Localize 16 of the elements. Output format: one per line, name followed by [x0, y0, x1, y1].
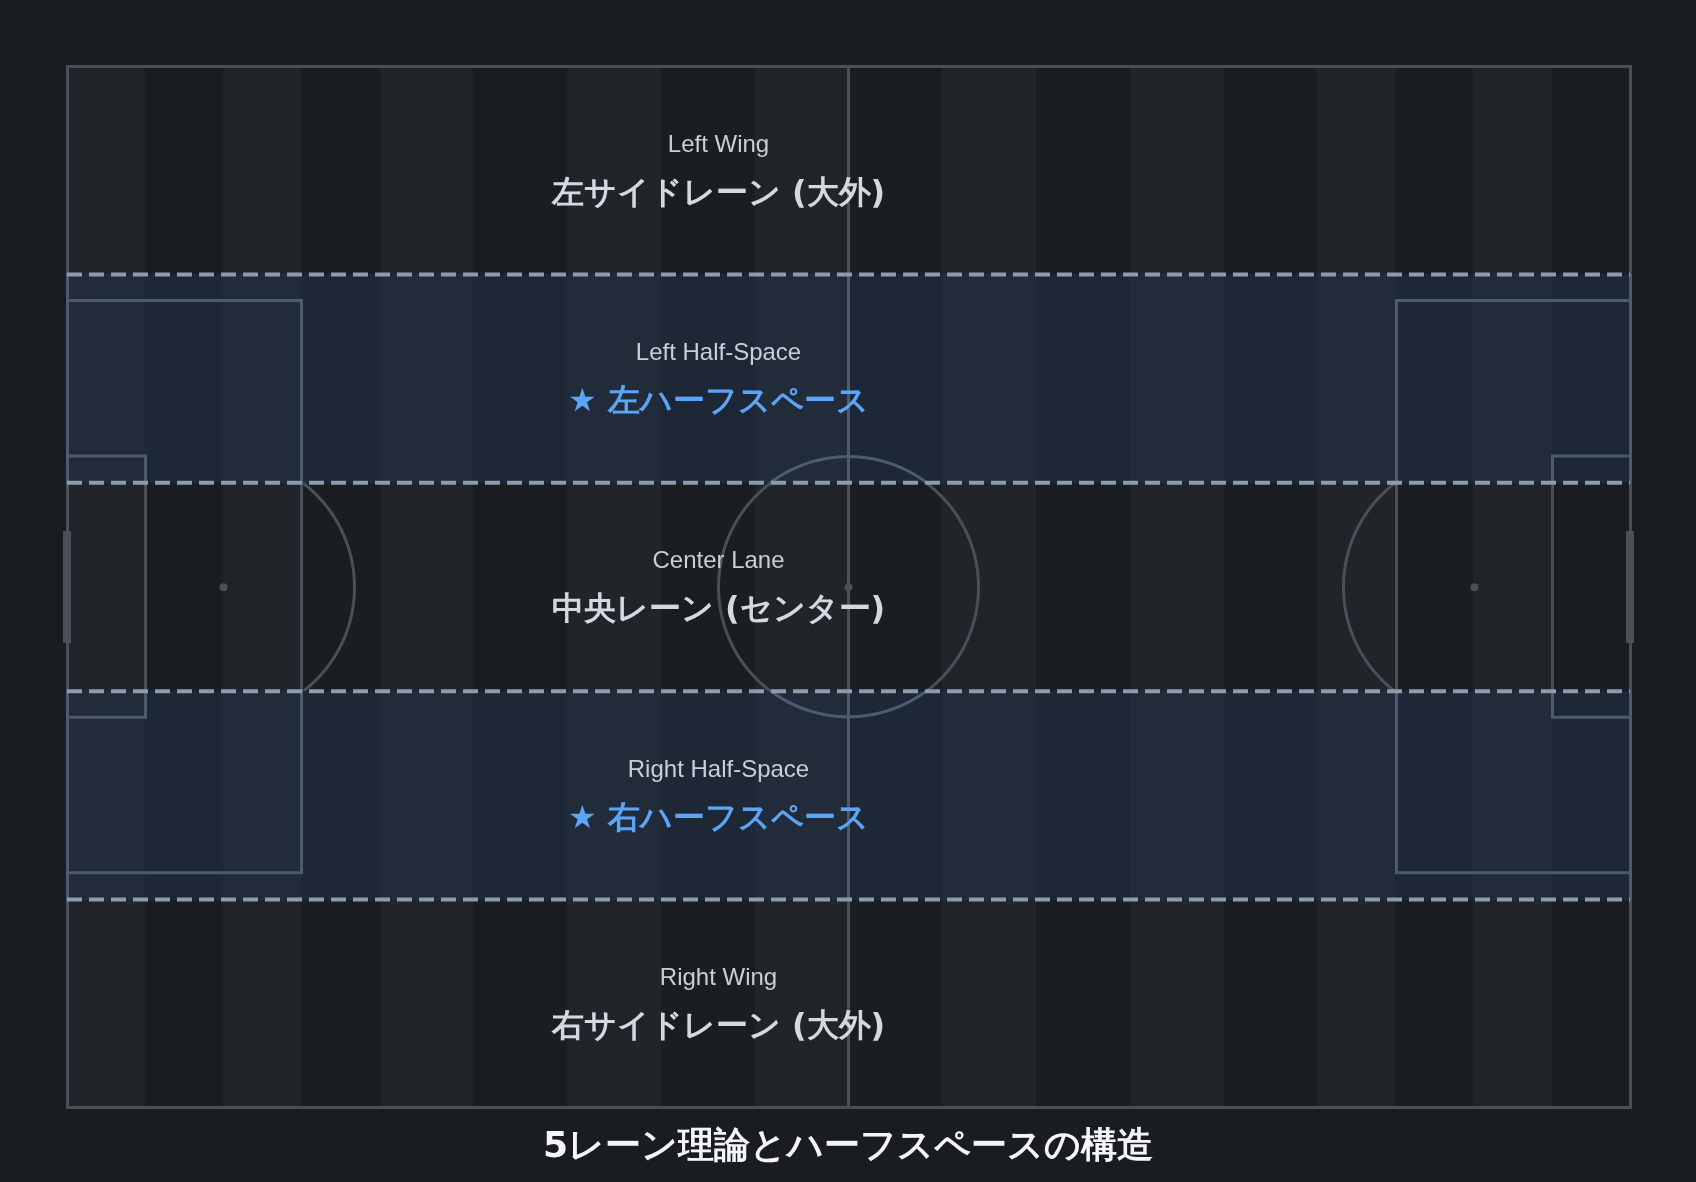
- lane-band: [65, 691, 1632, 900]
- lane-band: [65, 64, 1632, 275]
- lane-label: Left Wing: [667, 129, 770, 160]
- lane-band: [65, 274, 1632, 483]
- diagram-title: 5レーン理論とハーフスペースの構造: [542, 1123, 1154, 1167]
- lane-label: Left Half-Space: [635, 337, 802, 368]
- lane-label: Center Lane: [652, 545, 785, 576]
- lane-band: [65, 482, 1632, 692]
- lane-title: 左サイドレーン (大外): [551, 172, 886, 213]
- lane-label: Right Half-Space: [627, 753, 810, 784]
- lane-title: 右サイドレーン (大外): [551, 1004, 886, 1045]
- lane-title: ★ 左ハーフスペース: [568, 380, 869, 421]
- lane-title: ★ 右ハーフスペース: [568, 796, 869, 837]
- lane-band: [65, 899, 1632, 1110]
- lane-label: Right Wing: [659, 961, 778, 992]
- lane-title: 中央レーン (センター): [551, 588, 886, 629]
